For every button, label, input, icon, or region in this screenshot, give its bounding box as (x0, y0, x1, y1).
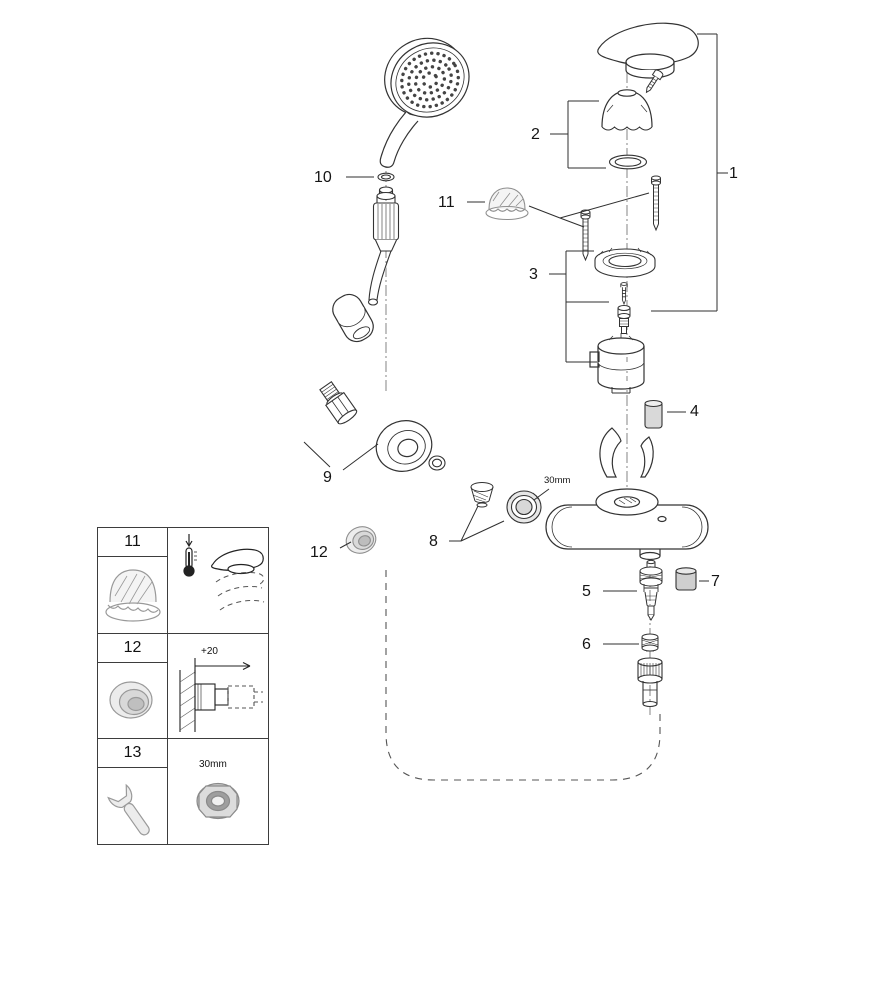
lever-handle (597, 22, 699, 79)
part-label-6: 6 (582, 636, 591, 653)
part-label-9: 9 (323, 469, 332, 486)
legend-number-11: 11 (98, 528, 167, 557)
handle-screw (645, 69, 664, 94)
nut-icon (196, 783, 240, 820)
cartridge-body (589, 333, 645, 394)
part-label-12: 12 (310, 544, 328, 561)
leader-lines (303, 33, 728, 645)
dome-oring (608, 154, 648, 170)
olive-nut-icon (98, 663, 167, 739)
part-label-1: 1 (729, 165, 738, 182)
wall-union (319, 381, 358, 425)
escutcheon-flange (594, 247, 656, 278)
grease-cap-icon (485, 187, 529, 221)
check-valve (470, 482, 494, 508)
legend-number-cell: 12 (98, 633, 168, 739)
escutcheon-rosette (375, 420, 433, 472)
hand-shower (379, 37, 470, 168)
lever-handle-icon (211, 548, 264, 575)
grease-cap-icon (98, 557, 167, 633)
cartridge-stem (617, 305, 631, 334)
legend-detail-temperature (168, 528, 268, 633)
compression-olive (345, 526, 377, 554)
part-4-sleeve (644, 399, 663, 429)
wrench-icon (98, 768, 167, 844)
legend-number-12: 12 (98, 634, 167, 663)
part-label-10: 10 (314, 169, 332, 186)
faucet-body (545, 427, 709, 561)
union-nut (506, 490, 542, 524)
part-label-5: 5 (582, 583, 591, 600)
centerlines (385, 72, 651, 716)
depth-dimension-label: +20 (201, 645, 218, 657)
legend-number-cell: 11 (98, 528, 168, 633)
part-7-cap (675, 567, 697, 591)
part-10-oring (377, 172, 395, 182)
legend-table: 11 (97, 527, 269, 845)
legend-number-13: 13 (98, 739, 167, 769)
cap-dome (601, 89, 653, 131)
hose-outlet (637, 657, 663, 708)
part-6-adapter (641, 633, 659, 652)
legend-row-11: 11 (98, 528, 268, 633)
mounting-screws (580, 175, 661, 262)
part-label-11: 11 (438, 194, 455, 211)
shower-hose-connector (367, 186, 400, 306)
part-label-3: 3 (529, 266, 538, 283)
legend-number-cell: 13 (98, 739, 168, 845)
legend-detail-depth: +20 (168, 634, 268, 739)
small-oring (428, 455, 446, 471)
legend-detail-nut-size: 30mm (168, 739, 268, 844)
wall-depth-icon (179, 657, 263, 732)
part-label-8: 8 (429, 533, 438, 550)
part-label-4: 4 (690, 403, 699, 420)
wall-holder (332, 293, 374, 343)
flange-screw (620, 282, 628, 306)
diverter-cartridge (639, 559, 663, 621)
wrench-size-label: 30mm (199, 759, 227, 771)
nut-size-annotation: 30mm (544, 475, 571, 486)
legend-row-12: 12 (98, 632, 268, 739)
part-label-7: 7 (711, 573, 720, 590)
thermometer-icon (183, 534, 197, 577)
legend-row-13: 13 (98, 738, 268, 845)
part-label-2: 2 (531, 126, 540, 143)
hose-routing-dashed (385, 570, 661, 781)
